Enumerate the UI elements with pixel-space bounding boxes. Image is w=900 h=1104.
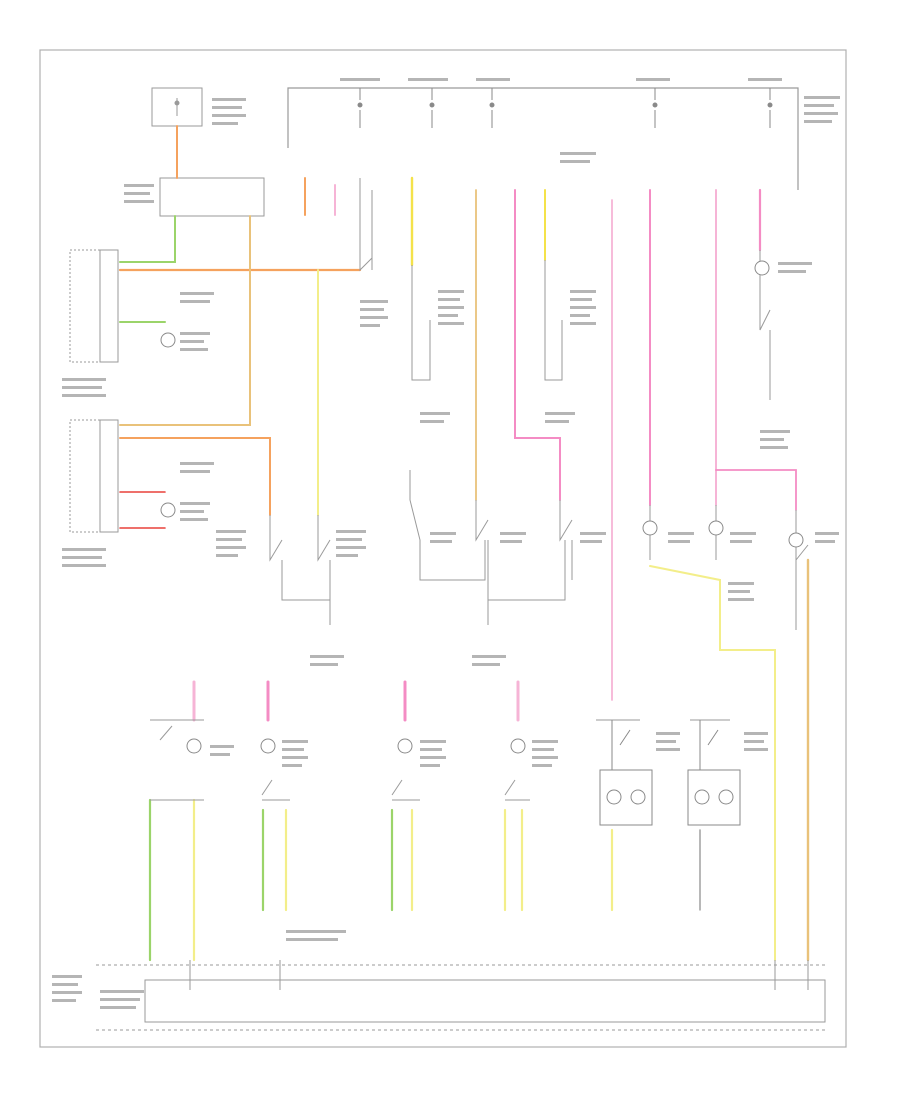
left-connectors (69, 249, 119, 533)
ground-and-signal-lines (150, 178, 809, 801)
bulb-icon (510, 738, 526, 754)
diagram-border (39, 49, 847, 1048)
wire-yellow-diagonal (649, 565, 776, 961)
wire-tan-module (119, 215, 251, 426)
bulb-icon (642, 520, 658, 536)
wire-runs (118, 125, 810, 962)
dome-lamp-boxes (599, 720, 741, 826)
bulb-icon (397, 738, 413, 754)
bulb-icon (708, 520, 724, 536)
module-box (159, 177, 265, 217)
bulb-symbols (160, 260, 804, 754)
bulb-icon (754, 260, 770, 276)
wire-pink-right-loop (715, 469, 797, 511)
wire-green-top (119, 215, 176, 263)
bulb-icon (788, 532, 804, 548)
wire-pink-long (514, 189, 561, 501)
wire-red-lower (119, 437, 271, 516)
top-power-bus (287, 87, 799, 190)
bulb-icon (186, 738, 202, 754)
fuse-symbols-top (357, 88, 773, 128)
component-label-marks (52, 78, 840, 1009)
bulb-icon (160, 502, 176, 518)
fuse-box-left (151, 87, 203, 127)
wire-red-bottom (119, 491, 166, 529)
ground-bus (96, 960, 828, 1031)
bulb-icon (260, 738, 276, 754)
bulb-icon (160, 332, 176, 348)
